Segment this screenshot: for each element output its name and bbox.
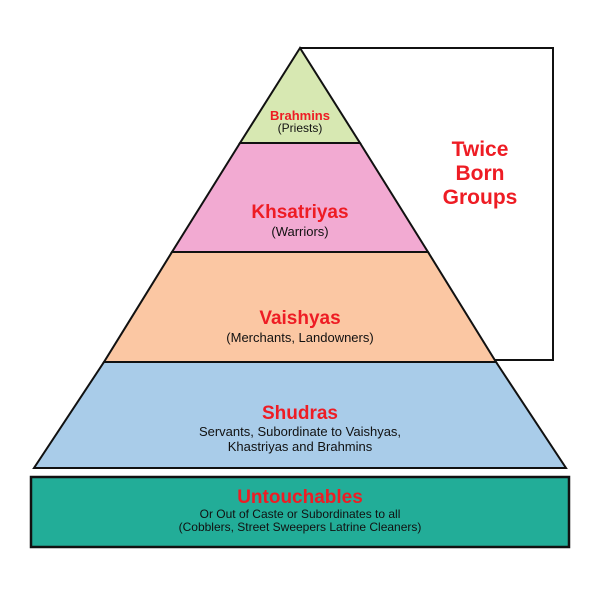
tier-shudras-shape xyxy=(32,361,568,469)
tier-title: Vaishyas xyxy=(259,308,341,329)
bracket-label-line: Groups xyxy=(442,186,518,210)
twice-born-bracket xyxy=(300,47,554,361)
tier-description: Servants, Subordinate to Vaishyas, xyxy=(198,424,402,439)
tier-shudras-label: Shudras Servants, Subordinate to Vaishya… xyxy=(0,404,600,454)
tier-description: Khastriyas and Brahmins xyxy=(227,438,373,454)
tier-vaishyas-label: Vaishyas (Merchants, Landowners) xyxy=(0,309,600,346)
tier-title: Brahmins xyxy=(270,108,330,123)
tier-description: (Priests) xyxy=(277,121,323,135)
tier-description: (Merchants, Landowners) xyxy=(226,330,374,345)
tier-untouchables-shape xyxy=(29,475,571,549)
bracket-label-line: Born xyxy=(455,162,505,186)
twice-born-groups-label: Twice Born Groups xyxy=(420,138,540,210)
tier-title: Shudras xyxy=(261,403,339,424)
tier-khsatriyas-label: Khsatriyas (Warriors) xyxy=(0,203,600,240)
tier-description: (Warriors) xyxy=(271,224,329,239)
tier-description: Or Out of Caste or Subordinates to all xyxy=(199,507,401,521)
tier-description: (Cobblers, Street Sweepers Latrine Clean… xyxy=(178,520,422,535)
tier-brahmins-label: Brahmins (Priests) xyxy=(0,109,600,135)
bracket-label-line: Twice xyxy=(451,138,509,161)
tier-title: Khsatriyas xyxy=(251,202,349,223)
tier-title: Untouchables xyxy=(237,487,363,508)
tier-untouchables-label: Untouchables Or Out of Caste or Subordin… xyxy=(0,488,600,535)
